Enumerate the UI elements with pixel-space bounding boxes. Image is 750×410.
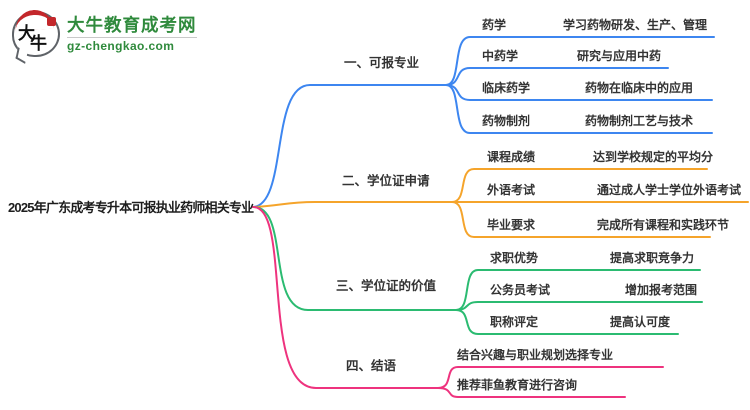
branch3-child1-label: 求职优势 xyxy=(490,251,539,265)
branch1-child4-line xyxy=(445,84,713,134)
branch1-child1-label: 药学 xyxy=(482,18,507,32)
root-topic: 2025年广东成考专升本可报执业药师相关专业 xyxy=(8,200,254,215)
branch4-child1-label: 结合兴趣与职业规划选择专业 xyxy=(457,348,614,362)
branch1-child2-label: 中药学 xyxy=(482,49,519,63)
branch2-child2-desc: 通过成人学士学位外语考试 xyxy=(597,183,742,197)
branch1-child2-line xyxy=(445,67,669,86)
branch3-child2-line xyxy=(455,301,703,311)
branch2-child1-desc: 达到学校规定的平均分 xyxy=(593,150,714,164)
logo-character-2: 牛 xyxy=(30,34,47,54)
branch2-child3-desc: 完成所有课程和实践环节 xyxy=(597,218,730,232)
branch3-child3-label: 职称评定 xyxy=(490,315,539,329)
branch1-child4-desc: 药物制剂工艺与技术 xyxy=(585,114,694,128)
branch1-child3-desc: 药物在临床中的应用 xyxy=(585,81,694,95)
branch2-child3-label: 毕业要求 xyxy=(487,218,536,232)
branch1-trunk-line xyxy=(252,84,447,208)
branch2-trunk-line xyxy=(252,201,453,208)
branch4-trunk-line xyxy=(252,205,439,389)
branch3-trunk-line xyxy=(252,205,457,311)
branch1-child4-label: 药物制剂 xyxy=(482,114,531,128)
logo-seal-icon xyxy=(47,17,56,26)
branch4-child2-line xyxy=(437,387,626,398)
branch2-topic: 二、学位证申请 xyxy=(342,174,430,188)
branch3-child2-desc: 增加报考范围 xyxy=(625,283,698,297)
site-logo: 大 牛 大牛教育成考网 gz-chengkao.com xyxy=(12,8,197,64)
branch1-child1-line xyxy=(445,36,715,86)
branch3-child3-desc: 提高认可度 xyxy=(610,315,671,329)
branch2-child2-label: 外语考试 xyxy=(487,183,536,197)
branch4-topic: 四、结语 xyxy=(346,359,397,373)
branch2-child3-line xyxy=(451,201,711,238)
branch1-child1-desc: 学习药物研发、生产、管理 xyxy=(563,18,708,32)
branch1-child2-desc: 研究与应用中药 xyxy=(577,49,662,63)
branch1-child3-label: 临床药学 xyxy=(482,81,531,95)
logo-text-block: 大牛教育成考网 gz-chengkao.com xyxy=(67,11,197,53)
branch3-child2-label: 公务员考试 xyxy=(490,283,551,297)
branch3-child3-line xyxy=(455,309,679,335)
logo-character-1: 大 xyxy=(18,24,35,44)
branch2-child1-label: 课程成绩 xyxy=(487,150,536,164)
branch3-topic: 三、学位证的价值 xyxy=(336,279,437,293)
branch4-child2-label: 推荐菲鱼教育进行咨询 xyxy=(457,378,578,392)
branch2-child1-line xyxy=(451,168,708,203)
site-name: 大牛教育成考网 xyxy=(67,15,197,35)
branch1-topic: 一、可报专业 xyxy=(344,56,420,70)
logo-speech-bubble-icon: 大 牛 xyxy=(12,8,60,64)
site-url: gz-chengkao.com xyxy=(67,37,197,53)
branch3-child1-desc: 提高求职竞争力 xyxy=(610,251,695,265)
